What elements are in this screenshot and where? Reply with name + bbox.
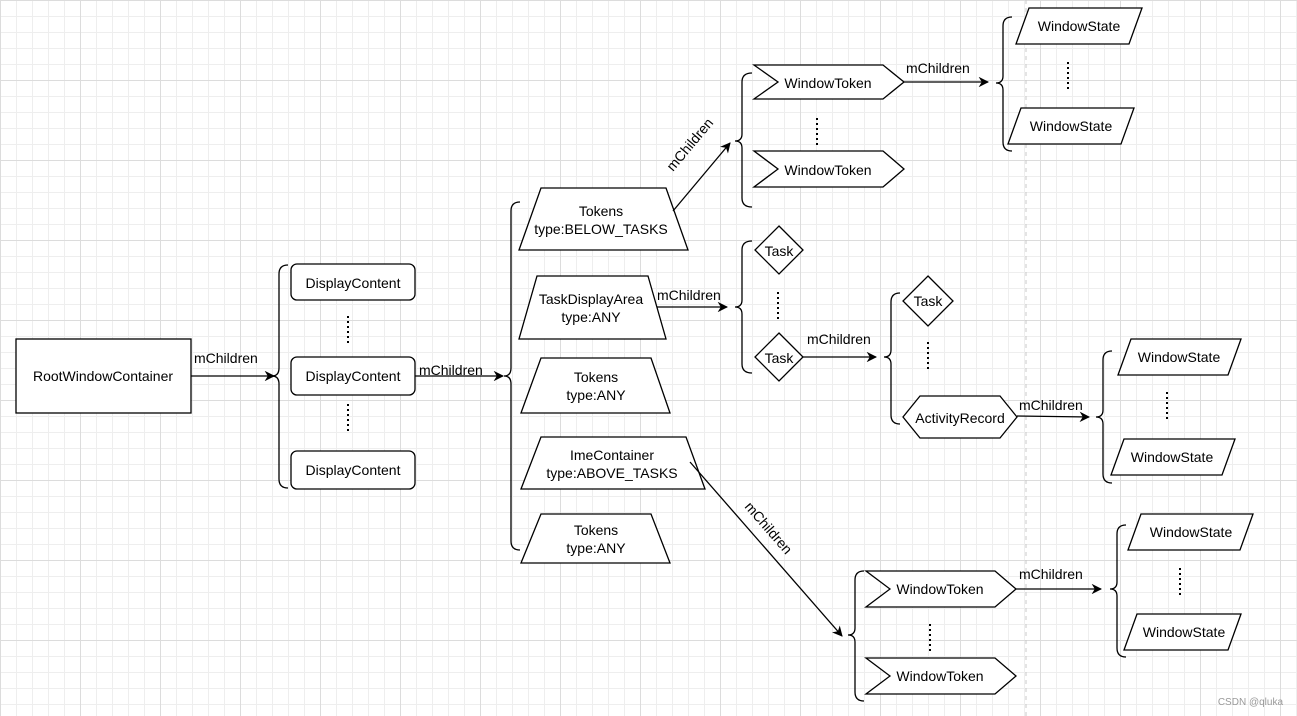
svg-text:WindowToken: WindowToken xyxy=(896,581,983,597)
display-content-node-3[interactable]: DisplayContent xyxy=(290,450,416,490)
brace-display-group xyxy=(271,264,289,489)
window-state-node-6[interactable]: WindowState xyxy=(1123,613,1242,651)
brace-tasks-group xyxy=(734,240,753,374)
svg-text:type:BELOW_TASKS: type:BELOW_TASKS xyxy=(534,221,668,237)
svg-text:Task: Task xyxy=(765,243,795,259)
window-token-node-3[interactable]: WindowToken xyxy=(864,570,1017,608)
window-token-node-2[interactable]: WindowToken xyxy=(752,150,905,188)
tokens-below-tasks-node[interactable]: Tokens type:BELOW_TASKS xyxy=(518,187,689,251)
edge-activity-to-states xyxy=(1016,411,1091,423)
brace-window-tokens-top xyxy=(734,72,753,208)
svg-text:ActivityRecord: ActivityRecord xyxy=(915,410,1004,426)
svg-text:ImeContainer: ImeContainer xyxy=(570,447,654,463)
edge-label: mChildren xyxy=(906,60,970,76)
svg-text:type:ABOVE_TASKS: type:ABOVE_TASKS xyxy=(546,465,677,481)
svg-text:WindowState: WindowState xyxy=(1138,349,1221,365)
svg-text:type:ANY: type:ANY xyxy=(566,540,626,556)
brace-window-states-bottom xyxy=(1109,524,1127,658)
edge-label: mChildren xyxy=(194,350,258,366)
svg-text:DisplayContent: DisplayContent xyxy=(306,275,401,291)
display-content-node-1[interactable]: DisplayContent xyxy=(290,263,416,301)
brace-display-areas-group xyxy=(503,201,521,551)
svg-text:Tokens: Tokens xyxy=(574,522,618,538)
edge-label: mChildren xyxy=(663,115,716,174)
svg-text:TaskDisplayArea: TaskDisplayArea xyxy=(539,291,643,307)
svg-text:Task: Task xyxy=(765,350,795,366)
window-state-node-4[interactable]: WindowState xyxy=(1110,438,1236,476)
window-state-node-3[interactable]: WindowState xyxy=(1117,338,1242,376)
svg-text:type:ANY: type:ANY xyxy=(566,387,626,403)
window-token-node-4[interactable]: WindowToken xyxy=(864,657,1017,695)
edge-label: mChildren xyxy=(742,498,796,557)
display-content-node-2[interactable]: DisplayContent xyxy=(290,356,416,396)
svg-text:WindowState: WindowState xyxy=(1143,624,1226,640)
task-node-2[interactable]: Task xyxy=(754,332,804,382)
edge-label: mChildren xyxy=(1019,566,1083,582)
root-window-container-node[interactable]: RootWindowContainer xyxy=(15,338,192,414)
window-state-node-2[interactable]: WindowState xyxy=(1007,107,1135,145)
task-node-3[interactable]: Task xyxy=(902,275,954,327)
edge-label: mChildren xyxy=(419,362,483,378)
svg-text:Tokens: Tokens xyxy=(574,369,618,385)
svg-text:DisplayContent: DisplayContent xyxy=(306,462,401,478)
task-display-area-node[interactable]: TaskDisplayArea type:ANY xyxy=(518,275,667,340)
task-node-1[interactable]: Task xyxy=(754,225,804,275)
activity-record-node[interactable]: ActivityRecord xyxy=(902,395,1018,439)
tokens-any-node-2[interactable]: Tokens type:ANY xyxy=(520,513,671,564)
window-token-node-1[interactable]: WindowToken xyxy=(751,64,906,100)
svg-text:WindowToken: WindowToken xyxy=(784,162,871,178)
edge-label: mChildren xyxy=(657,287,721,303)
svg-text:Tokens: Tokens xyxy=(579,203,623,219)
svg-text:type:ANY: type:ANY xyxy=(561,309,621,325)
svg-text:Task: Task xyxy=(914,293,944,309)
svg-text:WindowState: WindowState xyxy=(1030,118,1113,134)
brace-task-children xyxy=(883,292,901,425)
svg-text:WindowState: WindowState xyxy=(1150,524,1233,540)
svg-text:RootWindowContainer: RootWindowContainer xyxy=(33,368,173,384)
tokens-any-node-1[interactable]: Tokens type:ANY xyxy=(520,357,671,414)
brace-window-states-middle xyxy=(1095,350,1113,484)
brace-window-tokens-bottom xyxy=(847,570,865,702)
edge-ime-to-window-tokens xyxy=(689,461,843,637)
svg-text:WindowState: WindowState xyxy=(1131,449,1214,465)
svg-text:DisplayContent: DisplayContent xyxy=(306,368,401,384)
edge-label: mChildren xyxy=(807,331,871,347)
brace-window-states-top xyxy=(995,16,1013,152)
window-state-node-1[interactable]: WindowState xyxy=(1015,7,1143,45)
window-state-node-5[interactable]: WindowState xyxy=(1127,513,1254,551)
watermark: CSDN @qluka xyxy=(1217,697,1283,708)
svg-text:WindowToken: WindowToken xyxy=(896,668,983,684)
ime-container-node[interactable]: ImeContainer type:ABOVE_TASKS xyxy=(520,436,706,490)
edge-label: mChildren xyxy=(1019,397,1083,413)
edge-tokens-to-window-tokens xyxy=(672,142,731,212)
svg-text:WindowState: WindowState xyxy=(1038,18,1121,34)
svg-text:WindowToken: WindowToken xyxy=(784,75,871,91)
